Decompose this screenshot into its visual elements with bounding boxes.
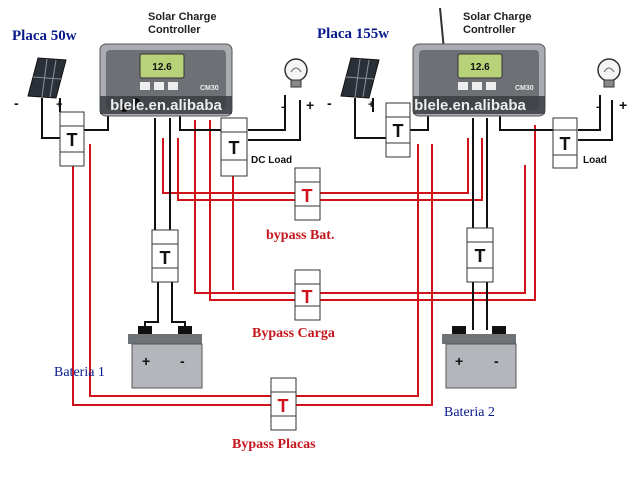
controller-title-line2: Controller [148,24,201,36]
watermark: blele.en.alibaba [414,97,526,114]
lcd-readout: 12.6 [152,62,172,73]
bypass-load-label: Bypass Carga [252,326,335,341]
panel-left-plus: + [56,99,62,111]
wire-left-ctl-load [179,112,222,131]
wire-left-bat-bypass-a [162,138,295,194]
wire-left-panel-bypass [72,144,273,406]
panel-right-label: Placa 155w [317,26,389,42]
battery-left: + - [128,326,203,389]
light-bulb-icon-left [284,58,308,88]
battery-left-label: Bateria 1 [54,365,105,380]
wire-left-load-bypass-b [209,120,295,301]
breaker-glyph: T [393,121,404,141]
wire-left-load-b [248,100,301,141]
panel-right-minus: - [327,95,332,111]
wire-left-panel-neg [41,98,60,139]
battery-minus-sign: - [180,353,185,369]
wire-right-breaker-ctl [410,112,429,131]
wire-left-load-bypass-a [194,120,295,294]
lcd-readout: 12.6 [470,62,490,73]
load-right-plus: + [619,97,627,113]
load-left-label: DC Load [251,155,292,166]
bypass-battery-label: bypass Bat. [266,228,334,243]
wire-right-panel-bypass-a [295,144,419,397]
load-left-minus: - [281,101,285,113]
bypass-breaker-panels: T [270,377,297,431]
model-label: CM30 [515,85,534,92]
lcd-screen [457,53,503,79]
panel-left-minus: - [14,95,19,111]
model-label: CM30 [200,85,219,92]
wire-left-bat-pos [144,282,159,330]
black-wires [41,95,613,330]
light-bulb-icon-right [597,58,621,88]
battery-plus-sign: + [455,353,463,369]
breaker-right-panel: T [385,102,411,158]
terminal-screw-icon [120,104,128,112]
lcd-screen [139,53,185,79]
wire-left-bat-bypass-b [177,138,295,201]
battery-plus-sign: + [142,353,150,369]
wire-left-bat-neg [171,282,186,330]
wire-left-load-a [248,95,286,131]
wire-left-panel2-bypass [89,144,273,397]
red-wires [72,120,536,406]
watermark: blele.en.alibaba [110,97,222,114]
panel-right-plus: + [368,99,374,111]
solar-panel-left [27,57,67,99]
breaker-glyph: T [278,396,289,416]
controller-title-line1: Solar Charge [148,11,216,23]
bypass-breaker-load: T [294,269,321,321]
breaker-left-battery: T [151,229,179,283]
bypass-panels-label: Bypass Placas [232,437,316,452]
wire-left-breaker-ctl [83,112,109,131]
breaker-left-panel: T [59,111,85,167]
battery-right-label: Bateria 2 [444,405,495,420]
breaker-glyph: T [67,130,78,150]
breaker-glyph: T [560,134,571,154]
breaker-right-load: T [552,117,578,169]
load-right-minus: - [596,101,600,113]
controller-title-line1: Solar Charge [463,11,531,23]
panel-left-label: Placa 50w [12,28,77,44]
wire-right-bat-bypass-b [320,138,483,201]
breaker-glyph: T [302,186,313,206]
load-left-plus: + [306,97,314,113]
breaker-glyph: T [302,287,313,307]
terminal-screw-icon [132,98,140,106]
wire-right-bat-bypass-a [320,138,469,194]
breaker-glyph: T [229,138,240,158]
wire-right-ctl-load [499,112,553,131]
wire-right-panel-bypass-b [295,144,433,406]
breaker-glyph: T [160,248,171,268]
antenna-icon [439,7,445,51]
controller-title-line2: Controller [463,24,516,36]
breaker-left-load: T [220,117,248,177]
bypass-breaker-battery: T [294,167,321,221]
wire-right-load-bypass-b [320,125,536,301]
load-right-label: Load [583,155,607,166]
wire-right-load-bypass-a [320,165,526,294]
battery-minus-sign: - [494,353,499,369]
wire-right-load-b [578,100,613,141]
breaker-glyph: T [475,246,486,266]
charge-controller-left: 12.6 CM30 blele.en.alibaba Solar Charge … [99,11,233,117]
breaker-right-battery: T [466,227,494,283]
charge-controller-right: 12.6 CM30 blele.en.alibaba Solar Charge … [412,7,546,117]
wire-right-load-a [578,95,601,131]
wire-right-panel-neg [354,98,386,139]
battery-right: + - [442,326,517,389]
solar-panel-right [340,57,380,99]
